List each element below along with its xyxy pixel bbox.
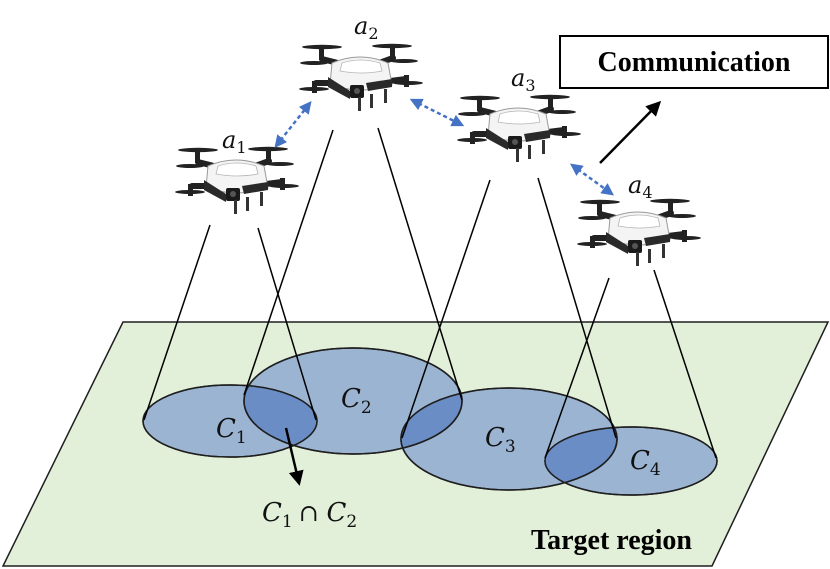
communication-links bbox=[274, 98, 615, 196]
communication-label: Communication bbox=[598, 47, 791, 78]
agent-label-a1: a1 bbox=[222, 126, 247, 157]
coverage-label-c1: C1 bbox=[216, 414, 247, 448]
intersection-label: C1∩ C2 bbox=[262, 498, 357, 532]
bidirectional-link-arrow bbox=[274, 101, 312, 148]
agent-label-a2: a2 bbox=[354, 12, 379, 43]
coverage-label-c4: C4 bbox=[630, 446, 661, 480]
drone-icon bbox=[299, 44, 423, 111]
agent-label-a4: a4 bbox=[628, 171, 653, 202]
drone-icon bbox=[457, 95, 581, 162]
arrow bbox=[599, 100, 662, 164]
coverage-label-c3: C3 bbox=[485, 423, 516, 457]
communication-box: Communication bbox=[559, 35, 829, 89]
agent-label-a3: a3 bbox=[511, 64, 536, 95]
drone-icon bbox=[577, 199, 701, 266]
coverage-areas bbox=[142, 347, 718, 496]
arrow bbox=[284, 427, 304, 486]
coverage-label-c2: C2 bbox=[341, 384, 372, 418]
projection-lines bbox=[143, 127, 717, 459]
bidirectional-link-arrow bbox=[569, 163, 615, 196]
coverage-labels: C1 C2 C3 C4 bbox=[216, 384, 661, 480]
target-region-label: Target region bbox=[531, 525, 692, 556]
bidirectional-link-arrow bbox=[409, 98, 465, 127]
agent-labels: a1 a2 a3 a4 bbox=[222, 12, 653, 202]
